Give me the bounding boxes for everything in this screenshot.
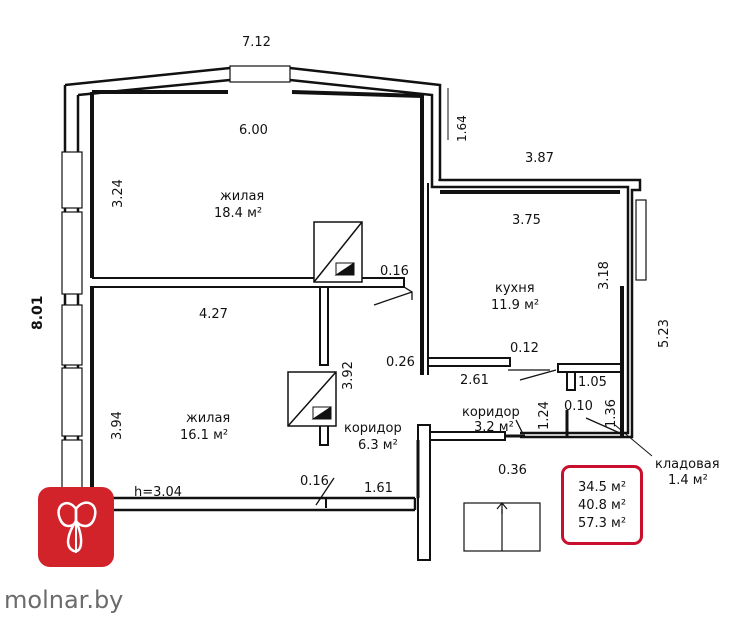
dim-corr2-width: 2.61 xyxy=(460,373,489,388)
dim-top-total: 7.12 xyxy=(242,35,271,50)
dim-kitchen-height: 3.18 xyxy=(597,261,612,290)
dim-storage-width: 1.05 xyxy=(578,375,607,390)
dim-room2-height: 3.94 xyxy=(110,411,125,440)
dim-door-gap-1: 0.16 xyxy=(380,264,409,279)
brand-name[interactable]: molnar.by xyxy=(4,586,124,614)
storage-leader-line xyxy=(614,424,653,457)
dim-door-012: 0.12 xyxy=(510,341,539,356)
dim-corridor-depth: 3.92 xyxy=(341,361,356,390)
corridor1-name: коридор xyxy=(344,421,402,436)
room2-area: 16.1 м² xyxy=(180,428,228,443)
dim-right-total: 5.23 xyxy=(657,319,672,348)
doors xyxy=(315,286,623,506)
full-area: 57.3 м² xyxy=(577,515,627,531)
room2-name: жилая xyxy=(186,411,230,426)
ceiling-height: h=3.04 xyxy=(134,485,182,500)
corridor2-area: 3.2 м² xyxy=(474,420,514,435)
dim-storage-height: 1.36 xyxy=(604,399,619,428)
dim-wall-026: 0.26 xyxy=(386,355,415,370)
area-summary-box: 34.5 м² 40.8 м² 57.3 м² xyxy=(561,465,643,545)
windows xyxy=(61,65,647,499)
brand-logo xyxy=(38,487,114,567)
room1-name: жилая xyxy=(220,189,264,204)
kitchen-name: кухня xyxy=(495,281,535,296)
total-area: 40.8 м² xyxy=(577,497,627,513)
dim-door-gap-2: 0.16 xyxy=(300,474,329,489)
dim-wall-top-right: 1.64 xyxy=(455,115,469,142)
dim-room2-width: 4.27 xyxy=(199,307,228,322)
dim-wall-124: 1.24 xyxy=(537,401,552,430)
storage-name: кладовая xyxy=(655,457,720,472)
kitchen-area: 11.9 м² xyxy=(491,298,539,313)
butterfly-icon xyxy=(57,501,97,553)
dim-room1-height: 3.24 xyxy=(111,179,126,208)
stove-1 xyxy=(313,221,363,283)
room1-area: 18.4 м² xyxy=(214,206,262,221)
storage-area: 1.4 м² xyxy=(668,473,708,488)
corridor2-name: коридор xyxy=(462,405,520,420)
dim-left-total: 8.01 xyxy=(30,295,46,330)
inner-walls xyxy=(90,90,624,561)
dim-corridor-width: 1.61 xyxy=(364,481,393,496)
dim-wall-036: 0.36 xyxy=(498,463,527,478)
dim-kitchen-width: 3.75 xyxy=(512,213,541,228)
stairs xyxy=(463,502,541,552)
dim-wall-010: 0.10 xyxy=(564,399,593,414)
stove-2 xyxy=(287,371,337,427)
outer-walls xyxy=(63,66,642,512)
corridor1-area: 6.3 м² xyxy=(358,438,398,453)
dim-room1-width: 6.00 xyxy=(239,123,268,138)
dimension-lines xyxy=(438,88,640,181)
dim-kitchen-outer: 3.87 xyxy=(525,151,554,166)
living-area: 34.5 м² xyxy=(577,479,627,495)
